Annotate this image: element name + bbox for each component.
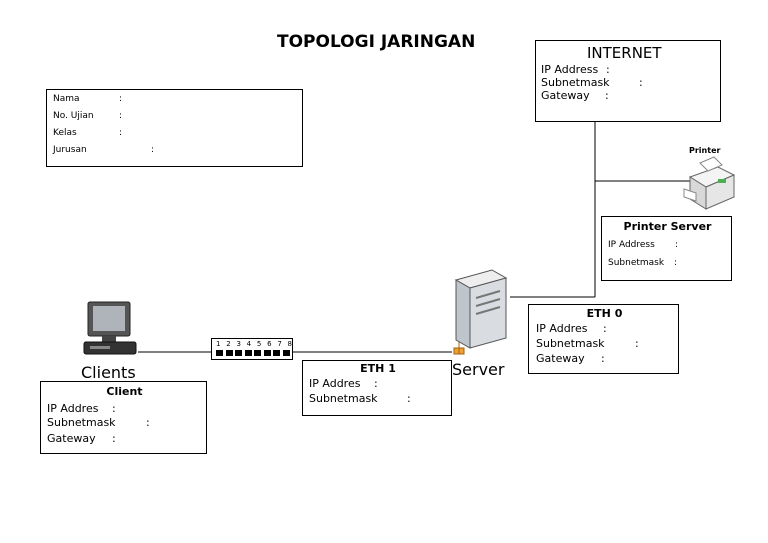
printer-server-title: Printer Server: [623, 220, 712, 233]
port: [282, 350, 290, 356]
eth0-ip: IP Addres: [536, 322, 588, 335]
colon: :: [407, 392, 411, 405]
computer-icon: [80, 300, 140, 358]
port-label: 3: [236, 340, 241, 348]
internet-title: INTERNET: [587, 44, 662, 62]
eth0-box: ETH 0 IP Addres : Subnetmask : Gateway :: [528, 304, 679, 374]
port: [263, 350, 271, 356]
colon: :: [606, 63, 610, 76]
internet-subnet: Subnetmask: [541, 76, 610, 89]
colon: :: [603, 322, 607, 335]
port: [216, 350, 223, 356]
client-ip: IP Addres: [47, 402, 99, 415]
eth1-subnet: Subnetmask: [309, 392, 378, 405]
server-icon: [448, 266, 512, 358]
colon: :: [119, 111, 123, 121]
client-box: Client IP Addres : Subnetmask : Gateway …: [40, 381, 207, 454]
client-gateway: Gateway: [47, 432, 96, 445]
internet-gateway: Gateway: [541, 89, 590, 102]
internet-box: INTERNET IP Address : Subnetmask : Gatew…: [535, 40, 721, 122]
port: [225, 350, 233, 356]
student-info-box: Nama : No. Ujian : Kelas : Jurusan :: [46, 89, 303, 167]
switch-port-labels: 1 2 3 4 5 6 7 8: [216, 340, 292, 348]
eth0-gateway: Gateway: [536, 352, 585, 365]
port-label: 8: [287, 340, 292, 348]
colon: :: [146, 416, 150, 429]
colon: :: [112, 432, 116, 445]
eth1-ip: IP Addres: [309, 377, 361, 390]
colon: :: [635, 337, 639, 350]
printer-subnet: Subnetmask: [608, 258, 665, 268]
colon: :: [119, 94, 123, 104]
colon: :: [639, 76, 643, 89]
network-switch: 1 2 3 4 5 6 7 8: [211, 338, 293, 360]
port-label: 4: [246, 340, 252, 348]
port-label: 1: [216, 340, 221, 348]
eth0-subnet: Subnetmask: [536, 337, 605, 350]
eth1-title: ETH 1: [360, 362, 396, 375]
field-jurusan: Jurusan: [53, 145, 87, 155]
colon: :: [605, 89, 609, 102]
colon: :: [675, 240, 679, 250]
colon: :: [601, 352, 605, 365]
colon: :: [119, 128, 123, 138]
client-title: Client: [106, 385, 143, 398]
printer-ip: IP Address: [608, 240, 655, 250]
colon: :: [374, 377, 378, 390]
eth0-title: ETH 0: [586, 307, 623, 320]
server-label: Server: [452, 360, 505, 379]
port-label: 5: [256, 340, 262, 348]
port: [254, 350, 262, 356]
printer-icon-label: Printer: [689, 146, 721, 155]
clients-label: Clients: [81, 363, 136, 382]
printer-icon: Printer: [674, 143, 738, 215]
internet-ip: IP Address: [541, 63, 599, 76]
switch-ports: [216, 350, 290, 356]
printer-server-box: Printer Server IP Address : Subnetmask :: [601, 216, 732, 281]
eth1-box: ETH 1 IP Addres : Subnetmask :: [302, 360, 452, 416]
port: [235, 350, 243, 356]
port-label: 6: [267, 340, 272, 348]
colon: :: [674, 258, 678, 268]
field-nama: Nama: [53, 94, 80, 104]
field-no-ujian: No. Ujian: [53, 111, 94, 121]
port: [244, 350, 252, 356]
client-subnet: Subnetmask: [47, 416, 116, 429]
field-kelas: Kelas: [53, 128, 77, 138]
colon: :: [112, 402, 116, 415]
port-label: 2: [226, 340, 231, 348]
port-label: 7: [277, 340, 282, 348]
port: [273, 350, 281, 356]
colon: :: [151, 145, 155, 155]
